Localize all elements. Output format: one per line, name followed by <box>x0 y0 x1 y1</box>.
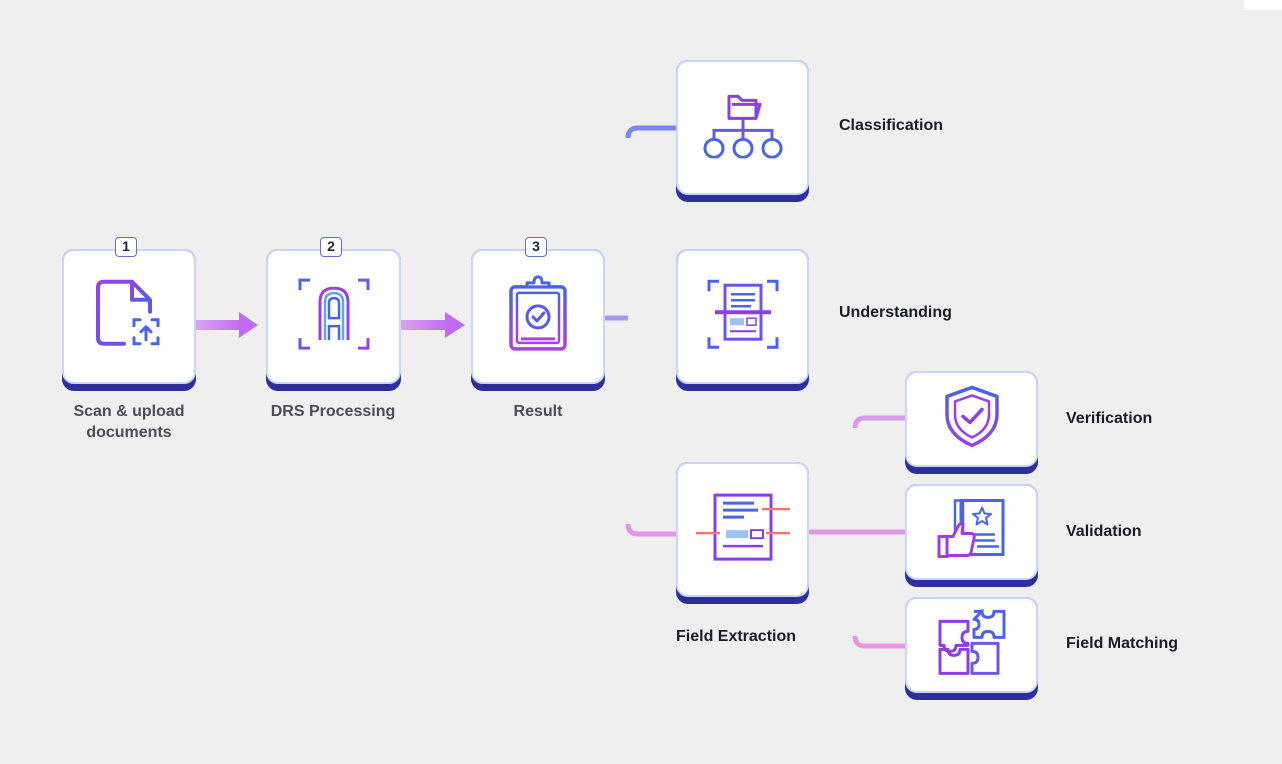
step-label-line: documents <box>86 424 172 441</box>
corner-highlight <box>1244 0 1282 10</box>
sub-label-field-matching: Field Matching <box>1066 635 1178 652</box>
branch-label-classification: Classification <box>839 117 944 134</box>
folder-hierarchy-icon <box>703 94 782 158</box>
ocr-letter-scan-icon <box>298 278 369 350</box>
step-label-result: Result <box>513 403 563 420</box>
puzzle-icon <box>938 609 1005 675</box>
step-label-line: Scan & upload <box>73 403 185 420</box>
sub-label-validation: Validation <box>1066 523 1142 540</box>
sub-card-field-matching[interactable] <box>905 597 1038 700</box>
step-card-drs-processing[interactable] <box>266 249 401 391</box>
branch-card-field-extraction[interactable] <box>676 462 809 604</box>
sub-label-verification: Verification <box>1066 410 1153 427</box>
step-label-drs-processing: DRS Processing <box>270 403 396 420</box>
thumbs-up-certificate-icon <box>937 499 1004 559</box>
clipboard-check-icon <box>509 274 567 351</box>
step-number-badge: 1 <box>115 237 137 257</box>
arrow-step1-to-step2 <box>196 312 258 338</box>
step-card-scan-upload[interactable] <box>62 249 196 391</box>
field-extraction-document-icon <box>695 493 790 561</box>
step-number-badge: 3 <box>525 237 547 257</box>
branch-label-understanding: Understanding <box>839 304 952 321</box>
branch-card-classification[interactable] <box>676 60 809 202</box>
sub-card-verification[interactable] <box>905 371 1038 474</box>
branch-label-field-extraction: Field Extraction <box>676 628 797 645</box>
branch-card-understanding[interactable] <box>676 249 809 391</box>
arrow-step2-to-step3 <box>401 312 465 338</box>
step-label-scan-upload: Scan & upload documents <box>44 401 214 443</box>
shield-check-icon <box>944 385 999 448</box>
upload-document-icon <box>96 279 160 346</box>
document-scanner-icon <box>707 279 778 349</box>
sub-card-validation[interactable] <box>905 484 1038 587</box>
step-card-result[interactable] <box>471 249 605 391</box>
step-number-badge: 2 <box>320 237 342 257</box>
